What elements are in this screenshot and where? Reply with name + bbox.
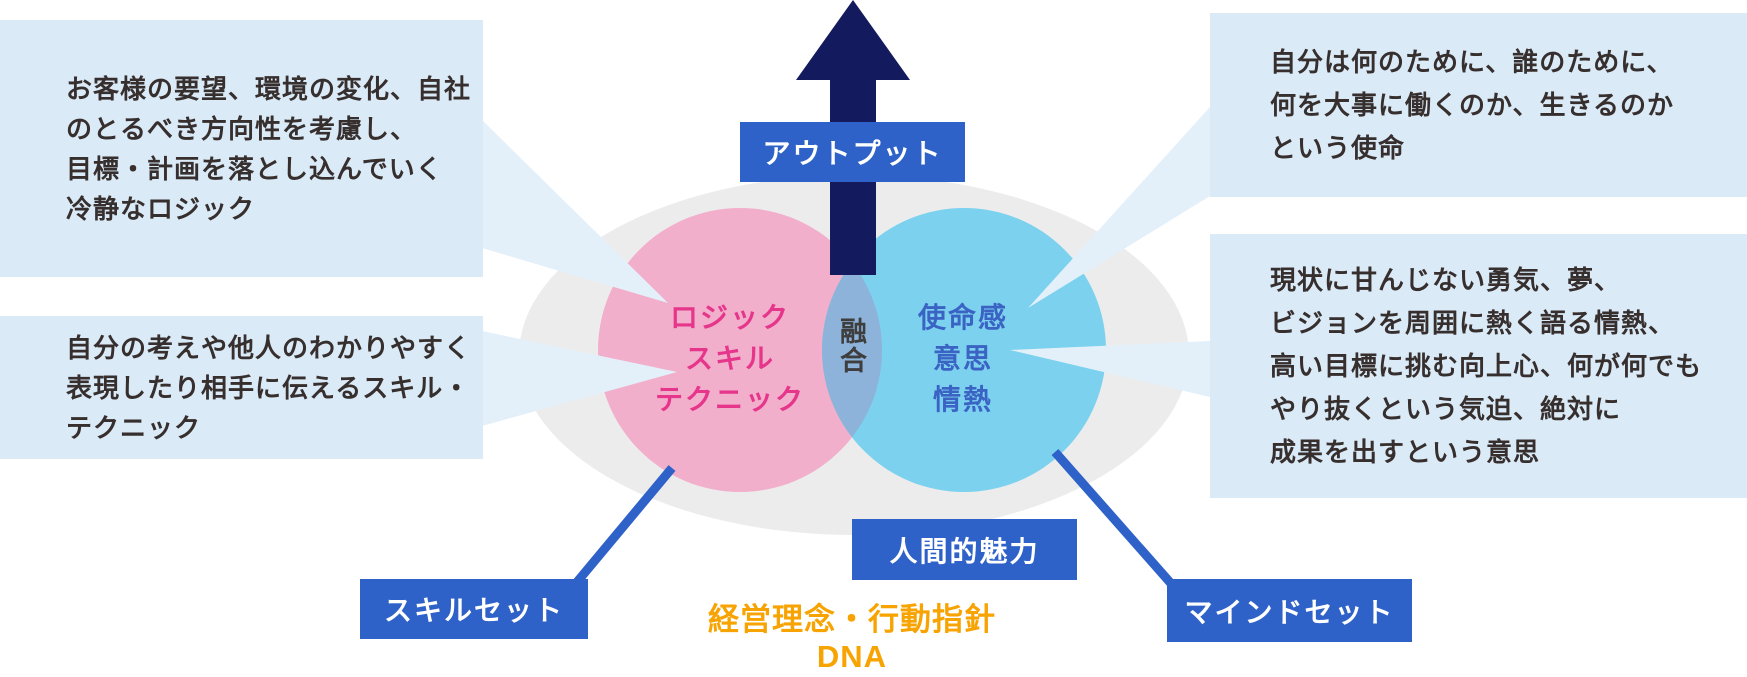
beam-bottom-right — [1010, 341, 1210, 397]
note-line: お客様の要望、環境の変化、自社 — [66, 73, 472, 104]
beam-bottom-left — [482, 331, 677, 426]
mindset-circle — [822, 208, 1106, 492]
note-line: やり抜くという気迫、絶対に — [1270, 393, 1622, 424]
note-top-left: お客様の要望、環境の変化、自社 のとるべき方向性を考慮し、 目標・計画を落とし込… — [0, 20, 483, 277]
skillset-label: スキルセット — [360, 579, 588, 639]
output-label: アウトプット — [740, 122, 965, 182]
note-line: 成果を出すという意思 — [1270, 436, 1541, 467]
beam-top-right — [1028, 107, 1210, 308]
note-bottom-right: 現状に甘んじない勇気、夢、 ビジョンを周囲に熱く語る情熱、 高い目標に挑む向上心… — [1210, 234, 1747, 498]
skills-circle-line: テクニック — [654, 384, 805, 415]
note-line: 高い目標に挑む向上心、何が何でも — [1270, 350, 1703, 381]
beam-top-left — [482, 120, 668, 303]
note-line: 自分は何のために、誰のために、 — [1270, 46, 1674, 77]
note-line: 何を大事に働くのか、生きるのか — [1270, 89, 1674, 120]
mindset-circle-line: 意思 — [932, 343, 993, 374]
foundation-line1: 経営理念・行動指針 — [708, 602, 996, 637]
note-line: という使命 — [1270, 132, 1406, 163]
note-line: 冷静なロジック — [66, 193, 256, 224]
human-charm-label: 人間的魅力 — [852, 519, 1077, 580]
note-line: のとるべき方向性を考慮し、 — [66, 113, 418, 144]
fusion-label: 融合 — [836, 317, 866, 375]
skills-circle — [598, 208, 882, 492]
mindset-circle-text: 使命感 意思 情熱 — [833, 297, 1093, 420]
mindset-circle-line: 使命感 — [917, 302, 1008, 333]
note-line: ビジョンを周囲に熱く語る情熱、 — [1270, 307, 1676, 338]
note-bottom-left: 自分の考えや他人のわかりやすく 表現したり相手に伝えるスキル・ テクニック — [0, 316, 483, 459]
foundation-caption: 経営理念・行動指針 DNA — [552, 600, 1152, 675]
note-line: 現状に甘んじない勇気、夢、 — [1270, 264, 1622, 295]
skills-circle-line: ロジック — [669, 302, 790, 333]
note-line: 表現したり相手に伝えるスキル・ — [66, 372, 471, 403]
foundation-line2: DNA — [816, 639, 888, 674]
skillset-connector-line — [573, 465, 676, 585]
skills-circle-line: スキル — [684, 343, 775, 374]
mindset-label: マインドセット — [1167, 579, 1412, 642]
note-top-right: 自分は何のために、誰のために、 何を大事に働くのか、生きるのか という使命 — [1210, 13, 1747, 197]
note-line: 自分の考えや他人のわかりやすく — [66, 332, 472, 363]
note-line: 目標・計画を落とし込んでいく — [66, 153, 443, 184]
mindset-circle-line: 情熱 — [932, 384, 993, 415]
mindset-connector-line — [1051, 449, 1179, 591]
note-line: テクニック — [66, 412, 202, 443]
skills-circle-text: ロジック スキル テクニック — [600, 297, 860, 420]
